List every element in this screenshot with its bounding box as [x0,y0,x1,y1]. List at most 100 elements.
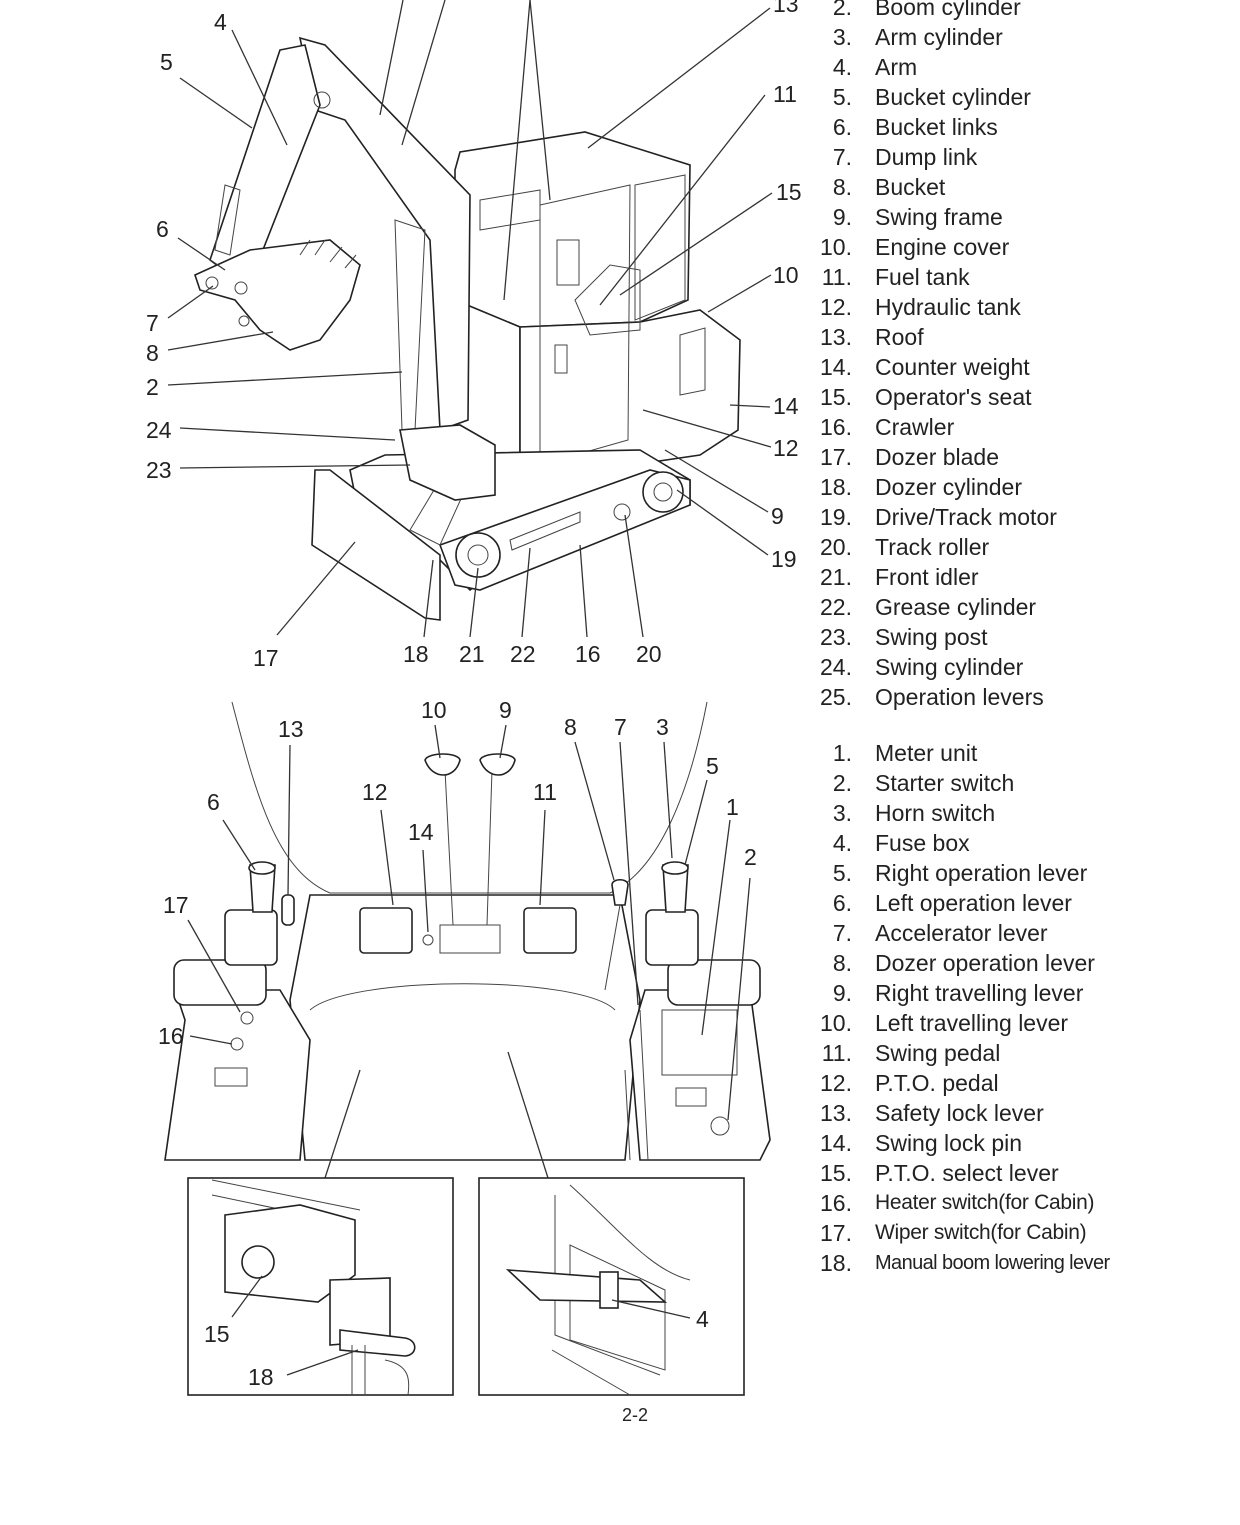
callout-14: 14 [773,393,799,419]
controls-legend-item-label: Meter unit [875,740,978,766]
callout-7: 7 [146,310,159,336]
controls-legend-item-label: Wiper switch(for Cabin) [875,1221,1087,1244]
machine-legend-item-label: Bucket [875,174,946,200]
controls-legend-item-number: 14. [820,1130,852,1156]
controls-callout-2: 2 [744,844,757,870]
machine-legend-item-number: 4. [832,54,852,80]
controls-legend-item-number: 9. [832,980,852,1006]
machine-legend-item-label: Front idler [875,564,979,590]
callout-15: 15 [776,179,802,205]
controls-callout-13: 13 [278,716,304,742]
machine-legend-item-number: 8. [832,174,852,200]
inset-callout-4: 4 [696,1306,709,1332]
machine-legend-item-label: Operation levers [875,684,1044,710]
inset-left-drawing [187,1177,454,1396]
controls-callout-16: 16 [158,1023,184,1049]
controls-legend-item-label: Starter switch [875,770,1015,796]
controls-callout-9: 9 [499,697,512,723]
machine-legend-item-number: 5. [832,84,852,110]
controls-callout-6: 6 [207,789,220,815]
callout-18: 18 [403,641,429,667]
controls-legend-item-label: Dozer operation lever [875,950,1095,976]
machine-legend-item-number: 9. [832,204,852,230]
controls-legend-item-number: 4. [832,830,852,856]
callout-16: 16 [575,641,601,667]
callout-6: 6 [156,216,169,242]
controls-legend-item-label: Accelerator lever [875,920,1048,946]
leader-lines [167,0,773,638]
machine-legend-item-number: 3. [832,24,852,50]
callout-13: 13 [773,0,799,17]
controls-legend-item-label: Right operation lever [875,860,1088,886]
controls-legend-item-number: 11. [821,1040,852,1066]
console-drawing [164,701,771,1161]
controls-legend-item-label: Left travelling lever [875,1010,1069,1036]
controls-legend-item-number: 17. [820,1220,852,1246]
machine-legend-item-number: 24. [820,654,852,680]
controls-legend-item-number: 1. [832,740,852,766]
machine-legend-item-label: Fuel tank [875,264,970,290]
controls-callout-10: 10 [421,697,447,723]
controls-legend-item-number: 2. [832,770,852,796]
inset-callout-18: 18 [248,1364,274,1390]
machine-legend-item-number: 25. [820,684,852,710]
machine-legend-item-number: 7. [832,144,852,170]
callout-22: 22 [510,641,536,667]
machine-legend-item-number: 2. [832,0,852,20]
controls-legend-item-label: Fuse box [875,830,970,856]
machine-legend-item-number: 15. [820,384,852,410]
callout-9: 9 [771,503,784,529]
machine-legend-item-label: Engine cover [875,234,1010,260]
callout-17: 17 [253,645,279,671]
machine-legend-item-label: Arm cylinder [875,24,1003,50]
controls-callout-3: 3 [656,714,669,740]
callout-20: 20 [636,641,662,667]
controls-callout-14: 14 [408,819,434,845]
controls-callout-7: 7 [614,714,627,740]
controls-legend-item-number: 18. [820,1250,852,1276]
machine-legend-item-number: 11. [821,264,852,290]
controls-legend-item-label: P.T.O. pedal [875,1070,999,1096]
machine-legend-item-number: 12. [820,294,852,320]
machine-legend-item-number: 21. [820,564,852,590]
controls-legend-item-number: 16. [820,1190,852,1216]
machine-legend-item-label: Arm [875,54,918,80]
controls-legend-item-label: Right travelling lever [875,980,1084,1006]
machine-legend-item-label: Dozer blade [875,444,1000,470]
machine-legend-item-label: Bucket links [875,114,998,140]
controls-legend-item-number: 6. [832,890,852,916]
machine-legend-item-number: 6. [832,114,852,140]
machine-legend-item-label: Drive/Track motor [875,504,1057,530]
machine-legend-item-number: 16. [820,414,852,440]
controls-legend-item-number: 12. [820,1070,852,1096]
controls-legend-item-number: 15. [820,1160,852,1186]
machine-legend-item-number: 17. [820,444,852,470]
controls-legend-item-number: 5. [832,860,852,886]
machine-legend-item-number: 19. [820,504,852,530]
machine-legend-item-label: Hydraulic tank [875,294,1021,320]
controls-legend-item-label: Swing lock pin [875,1130,1023,1156]
controls-legend-item-label: Horn switch [875,800,996,826]
machine-legend-item-label: Crawler [875,414,955,440]
page-number: 2-2 [621,1405,648,1425]
machine-legend-item-number: 20. [820,534,852,560]
machine-legend-item-label: Track roller [875,534,990,560]
machine-legend-item-number: 23. [820,624,852,650]
machine-legend-item-label: Dump link [875,144,978,170]
controls-legend-item-label: Manual boom lowering lever [875,1252,1110,1274]
machine-legend-item-label: Swing frame [875,204,1003,230]
controls-callout-17: 17 [163,892,189,918]
machine-legend-item-label: Bucket cylinder [875,84,1031,110]
controls-legend-item-label: Left operation lever [875,890,1072,916]
machine-legend-item-label: Counter weight [875,354,1030,380]
callout-12: 12 [773,435,799,461]
controls-legend-item-number: 3. [832,800,852,826]
controls-legend-item-number: 10. [820,1010,852,1036]
machine-legend-item-label: Dozer cylinder [875,474,1022,500]
callout-2: 2 [146,374,159,400]
callout-5: 5 [160,49,173,75]
machine-legend-item-label: Swing cylinder [875,654,1024,680]
operator-controls-illustration: 10 9 13 8 7 3 5 6 12 11 1 14 2 17 16 15 … [158,697,771,1396]
machine-legend-item-label: Grease cylinder [875,594,1037,620]
machine-legend-item-number: 18. [820,474,852,500]
